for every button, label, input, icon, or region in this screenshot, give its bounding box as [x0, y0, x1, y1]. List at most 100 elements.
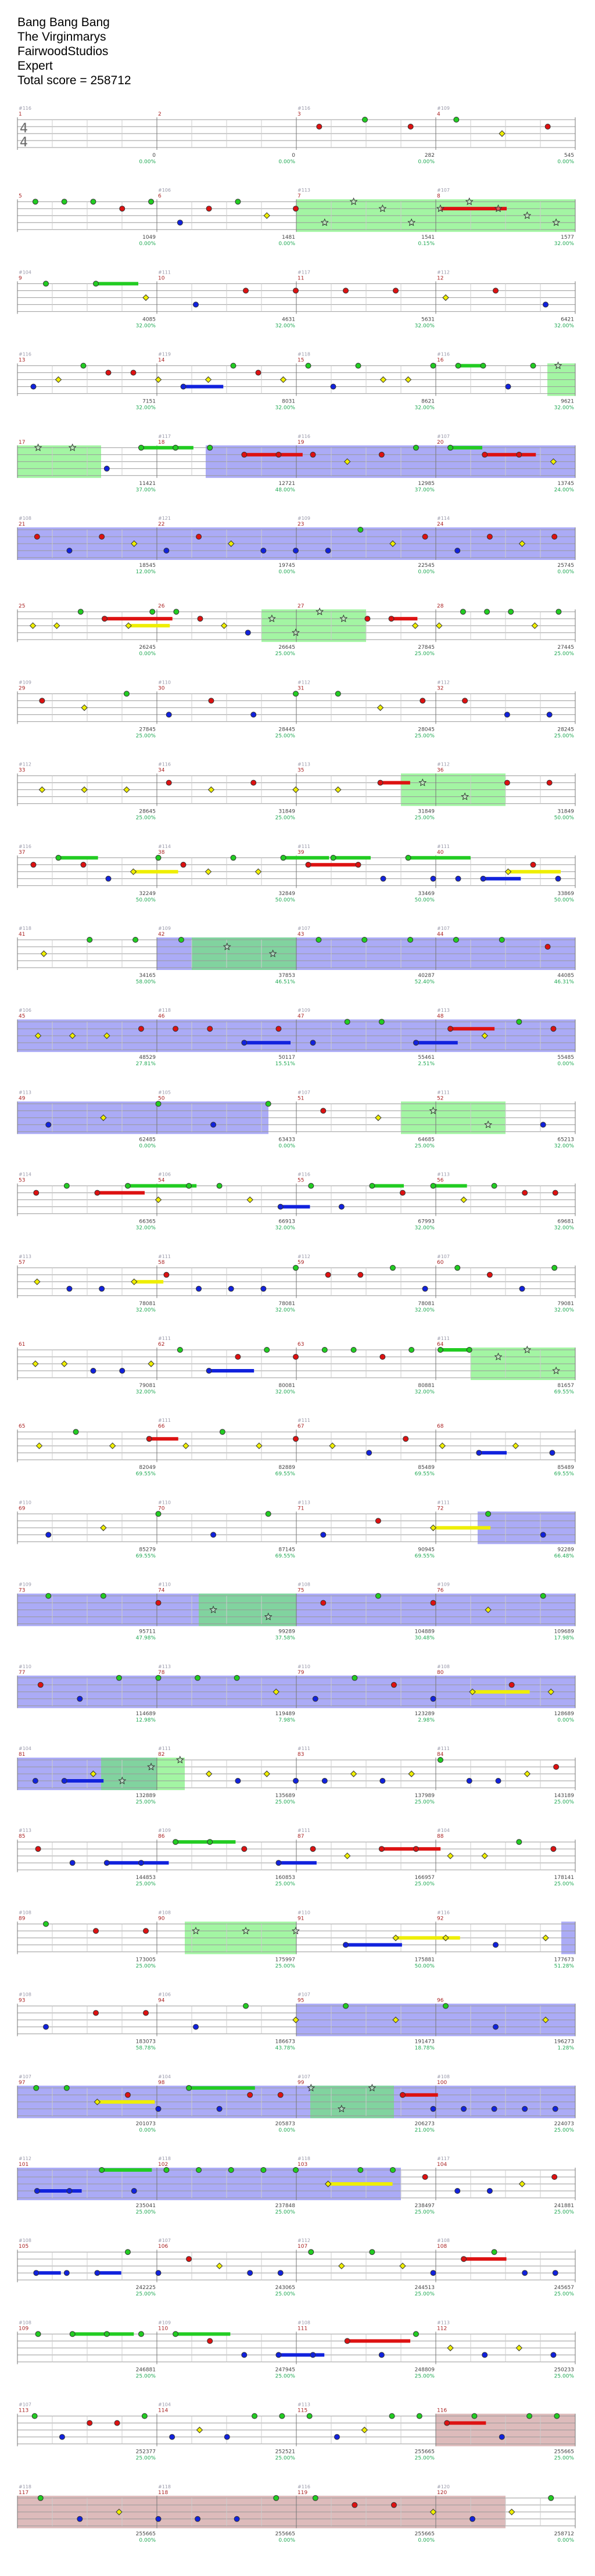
measure-number: 27 — [298, 603, 304, 609]
note-cymbal — [142, 294, 149, 301]
measure-number: 8 — [437, 193, 440, 199]
tempo-marker: #111 — [158, 270, 171, 275]
note — [320, 1600, 327, 1606]
note — [66, 548, 73, 554]
tempo-marker: #116 — [19, 844, 31, 849]
note — [224, 2434, 230, 2440]
sp-percent: 52.40% — [415, 979, 435, 985]
sustain-tail — [104, 617, 173, 621]
tempo-marker: #107 — [437, 188, 450, 193]
row-end-score: 178141 — [554, 1875, 574, 1881]
row-end-percent: 32.00% — [554, 1143, 575, 1149]
note — [123, 691, 130, 697]
note — [305, 861, 311, 868]
tempo-marker: #113 — [437, 1172, 450, 1177]
note — [228, 2167, 234, 2173]
note — [293, 1354, 299, 1360]
sp-percent: 58.00% — [136, 979, 156, 985]
note-cymbal — [499, 130, 506, 137]
note — [210, 1532, 217, 1538]
note-cymbal — [485, 1606, 492, 1614]
star-note — [484, 1120, 493, 1129]
measure-number: 73 — [19, 1588, 25, 1594]
star-note — [494, 1352, 503, 1360]
note — [491, 2249, 497, 2255]
row-end-percent: 51.28% — [554, 1963, 575, 1969]
tempo-marker: #116 — [437, 352, 450, 357]
sp-percent: 0.00% — [139, 1143, 156, 1149]
tempo-marker: #109 — [19, 1582, 31, 1587]
note — [208, 698, 214, 704]
note — [493, 1942, 499, 1948]
tempo-marker: #108 — [437, 2074, 450, 2079]
sp-percent: 32.00% — [415, 323, 435, 329]
row-end-percent: 25.00% — [554, 2456, 575, 2462]
measure-score: 1541 — [421, 235, 435, 240]
measure-number: 16 — [437, 358, 444, 364]
note — [551, 2174, 558, 2180]
row-end-score: 109689 — [554, 1629, 575, 1635]
sustain-tail — [175, 2332, 231, 2336]
note — [403, 1436, 409, 1442]
star-note — [349, 197, 358, 206]
measure-score: 242225 — [136, 2285, 156, 2291]
measure-score: 95711 — [139, 1629, 156, 1635]
note — [250, 779, 257, 786]
measure-number: 60 — [437, 1260, 444, 1266]
note — [375, 1518, 381, 1524]
chart-row: 81#10482#11113288925.00%83#11113568925.0… — [17, 1746, 576, 1805]
measure-number: 39 — [298, 850, 304, 856]
note — [522, 2106, 528, 2112]
sustain-tail — [149, 1437, 178, 1441]
measure-number: 118 — [158, 2490, 168, 2496]
measure-number: 86 — [158, 1834, 165, 1840]
note — [553, 1764, 560, 1770]
row-end-percent: 24.00% — [554, 487, 575, 493]
sp-percent: 0.00% — [139, 2128, 156, 2133]
measure-number: 107 — [298, 2244, 307, 2250]
note — [430, 1600, 436, 1606]
tempo-marker: #108 — [437, 1664, 450, 1669]
sp-percent: 0.00% — [278, 2128, 295, 2133]
measure-score: 82889 — [278, 1465, 295, 1471]
sp-percent: 25.00% — [136, 2456, 156, 2462]
note-cymbal — [460, 1196, 467, 1203]
note-cymbal — [447, 1852, 454, 1859]
note — [94, 1190, 101, 1196]
star-note — [68, 443, 77, 451]
row-end-percent: 17.98% — [554, 1636, 575, 1641]
note — [293, 1778, 299, 1784]
note — [279, 2413, 285, 2419]
note-cymbal — [343, 1852, 351, 1859]
note — [430, 875, 436, 882]
measure-score: 12985 — [418, 481, 435, 487]
sustain-tail — [97, 2100, 155, 2104]
tempo-marker: #104 — [19, 270, 31, 275]
note — [379, 1354, 386, 1360]
note — [260, 2167, 267, 2173]
note — [334, 2434, 340, 2440]
tempo-marker: #113 — [437, 2320, 450, 2325]
sp-percent: 25.00% — [275, 1881, 296, 1887]
star-note — [307, 2083, 316, 2092]
sp-percent: 25.00% — [415, 651, 435, 657]
tempo-marker: #107 — [298, 1090, 310, 1095]
sp-percent: 25.00% — [275, 2373, 296, 2379]
sp-percent: 25.00% — [275, 651, 296, 657]
measure-score: 85279 — [139, 1547, 156, 1553]
note — [461, 2106, 467, 2112]
chart-row: 53#11454#1066636532.00%55#1166691332.00%… — [17, 1172, 576, 1231]
note — [484, 609, 490, 615]
note — [59, 2434, 65, 2440]
note — [138, 444, 144, 451]
note — [177, 1347, 183, 1353]
note — [155, 2106, 162, 2112]
measure-score: 34165 — [139, 973, 156, 979]
sp-percent: 43.78% — [275, 2046, 296, 2052]
note — [447, 444, 454, 451]
tempo-marker: #113 — [19, 1828, 31, 1833]
sp-percent: 0.00% — [139, 2538, 156, 2543]
note — [453, 937, 459, 943]
tempo-marker: #111 — [158, 1254, 171, 1259]
